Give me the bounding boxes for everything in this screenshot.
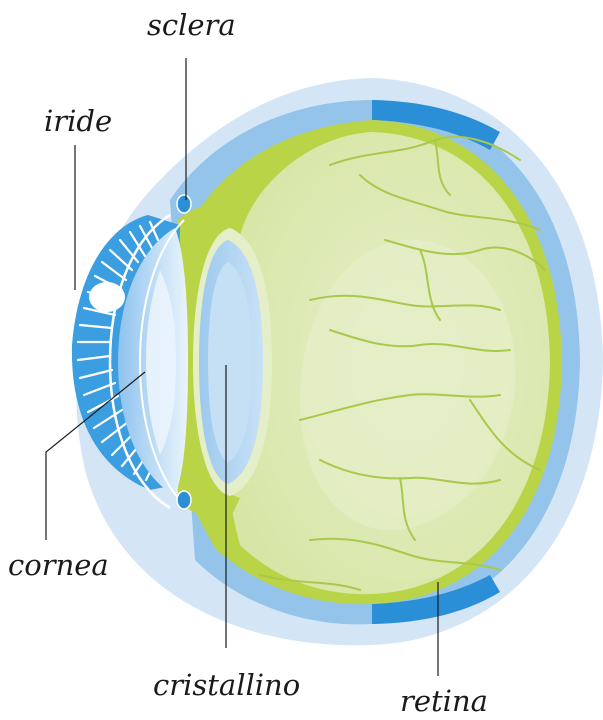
label-sclera: sclera bbox=[147, 8, 236, 42]
label-cristallino: cristallino bbox=[153, 668, 300, 702]
light-reflection bbox=[89, 282, 125, 312]
label-cornea: cornea bbox=[8, 548, 109, 582]
ciliary-dot-top bbox=[177, 195, 191, 213]
label-retina: retina bbox=[400, 684, 488, 715]
label-iride: iride bbox=[44, 104, 112, 138]
ciliary-dot-bottom bbox=[177, 491, 191, 509]
